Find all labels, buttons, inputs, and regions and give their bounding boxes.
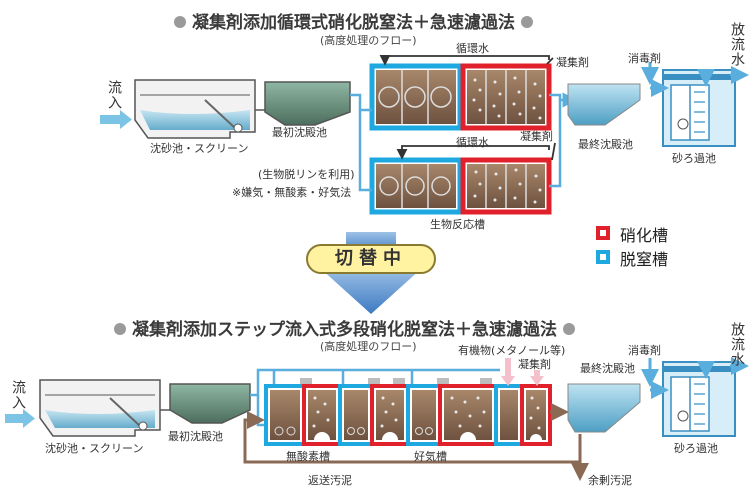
recycle-label-1: 循環水 [456,42,489,55]
switch-label: 切替中 [306,244,436,274]
recycle-label-2: 循環水 [456,136,489,149]
final-label-top: 最終沈殿池 [578,138,633,151]
sandfilter-label-top: 砂ろ過池 [672,152,716,165]
legend-nitrification-swatch [596,226,610,240]
inflow-label-top: 流入 [106,80,122,110]
final-settling-top [567,83,641,126]
subtitle-bottom: (高度処理のフロー) [320,340,417,353]
step-reactor-bubbles [312,396,541,430]
chemical-arrows-bottom [501,358,544,386]
outflow-label-bottom: 放流水 [729,322,745,367]
final-label-bottom: 最終沈殿池 [580,362,635,375]
coagulant-label-1: 凝集剤 [556,56,589,69]
legend-denitrification-swatch [596,250,610,264]
bullet-icon [521,15,533,28]
reactor-1-bubbles [472,76,542,120]
inflow-label-bottom: 流入 [10,380,26,410]
step-reactors [264,384,552,446]
title-bottom: 凝集剤添加ステップ流入式多段硝化脱窒法＋急速濾過法 [108,315,581,340]
primary-settling-top [264,81,351,126]
coagulant-label-2: 凝集剤 [520,130,553,143]
title-top-text: 凝集剤添加循環式硝化脱窒法＋急速濾過法 [192,13,515,33]
organic-label: 有機物(メタノール等) [458,344,566,357]
disinfectant-label-top: 消毒剤 [628,52,661,65]
primary-settling-bottom [169,383,251,424]
legend-nitrification-label: 硝化槽 [620,226,669,245]
reactor-1 [369,63,552,131]
subtitle-top: (高度処理のフロー) [320,34,417,47]
bioreactor-label: 生物反応槽 [430,218,485,231]
grit-label-bottom: 沈砂池・スクリーン [45,442,144,455]
inflow-arrow-bottom [5,409,35,428]
recycle-arrows [379,55,556,161]
bullet-icon [563,322,575,335]
primary-label-top: 最初沈殿池 [272,126,327,139]
sand-filter-top [662,69,736,147]
reactor-2 [369,157,552,215]
sandfilter-label-bottom: 砂ろ過池 [674,442,718,455]
grit-chamber-bottom [39,379,161,437]
final-settling-bottom [567,383,641,433]
bullet-icon [114,322,126,335]
disinfect-line-bottom [641,357,749,399]
excess-sludge-label: 余剰汚泥 [588,474,632,487]
coagulant-label-bottom: 凝集剤 [518,358,551,371]
title-bottom-text: 凝集剤添加ステップ流入式多段硝化脱窒法＋急速濾過法 [132,320,557,340]
primary-label-bottom: 最初沈殿池 [168,430,223,443]
grit-chamber-top [134,79,256,139]
disinfectant-label-bottom: 消毒剤 [628,344,661,357]
aerobic-label: 好気槽 [414,450,447,463]
sand-filter-bottom [662,361,736,437]
step-feed-caps [300,378,492,384]
bullet-icon [174,15,186,28]
disinfect-line-top [641,62,749,97]
anoxic-label: 無酸素槽 [286,450,330,463]
bio-p-label-2: ※嫌気・無酸素・好気法 [232,186,352,199]
title-top: 凝集剤添加循環式硝化脱窒法＋急速濾過法 [168,8,539,33]
reactor-2-bubbles [473,168,542,204]
return-sludge-label: 返送汚泥 [308,474,352,487]
sludge-lines [243,403,589,481]
grit-label-top: 沈砂池・スクリーン [150,142,249,155]
outflow-label-top: 放流水 [729,22,745,67]
legend-denitrification-label: 脱窒槽 [620,250,669,269]
inflow-arrow-top [100,110,132,129]
bio-p-label: (生物脱リンを利用) [258,168,355,181]
